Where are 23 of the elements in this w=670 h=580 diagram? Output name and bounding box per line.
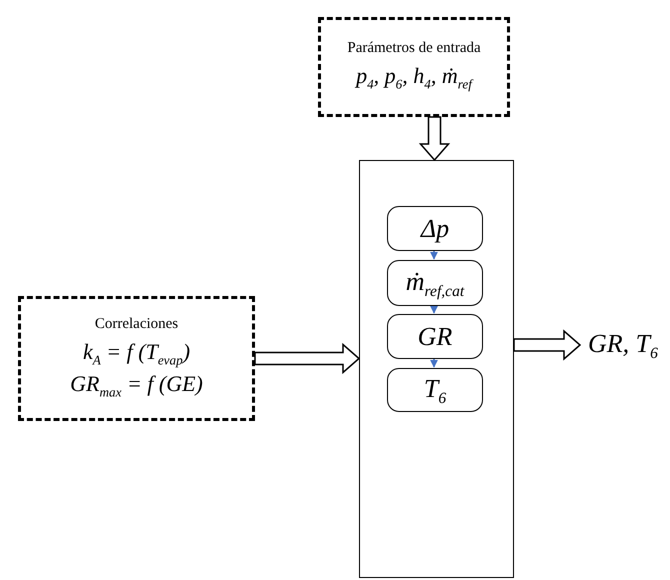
hollow-arrow	[254, 342, 360, 374]
formula-text: GR, T$_{6}$	[588, 328, 658, 364]
arrow	[430, 250, 438, 260]
process-block	[359, 160, 514, 578]
formula-text: GR	[418, 320, 452, 353]
step-box	[387, 206, 483, 251]
hollow-arrow	[513, 329, 582, 361]
hollow-arrow	[418, 116, 450, 162]
arrow	[430, 305, 438, 314]
box-heading: Parámetros de entrada	[347, 40, 481, 58]
formula-text: T$_{6}$	[424, 372, 446, 410]
box-heading: Correlaciones	[94, 316, 178, 333]
step-box	[387, 314, 483, 359]
formula-text: ṁ$_{ref,cat}$	[406, 266, 464, 302]
dashed-input-box	[18, 296, 255, 421]
formula-text: GR$_{max}$ = f (GE)	[70, 370, 203, 402]
step-box	[387, 368, 483, 412]
formula-text: k$_{A}$ = f (T$_{evap}$)	[82, 338, 190, 369]
formula-text: p$_{4}$, p$_{6}$, h$_{4}$, ṁ$_{ref}$	[356, 62, 472, 94]
formula-text: Δp	[420, 212, 450, 245]
arrow	[430, 358, 438, 368]
step-box	[387, 260, 483, 306]
dashed-input-box	[318, 17, 510, 117]
